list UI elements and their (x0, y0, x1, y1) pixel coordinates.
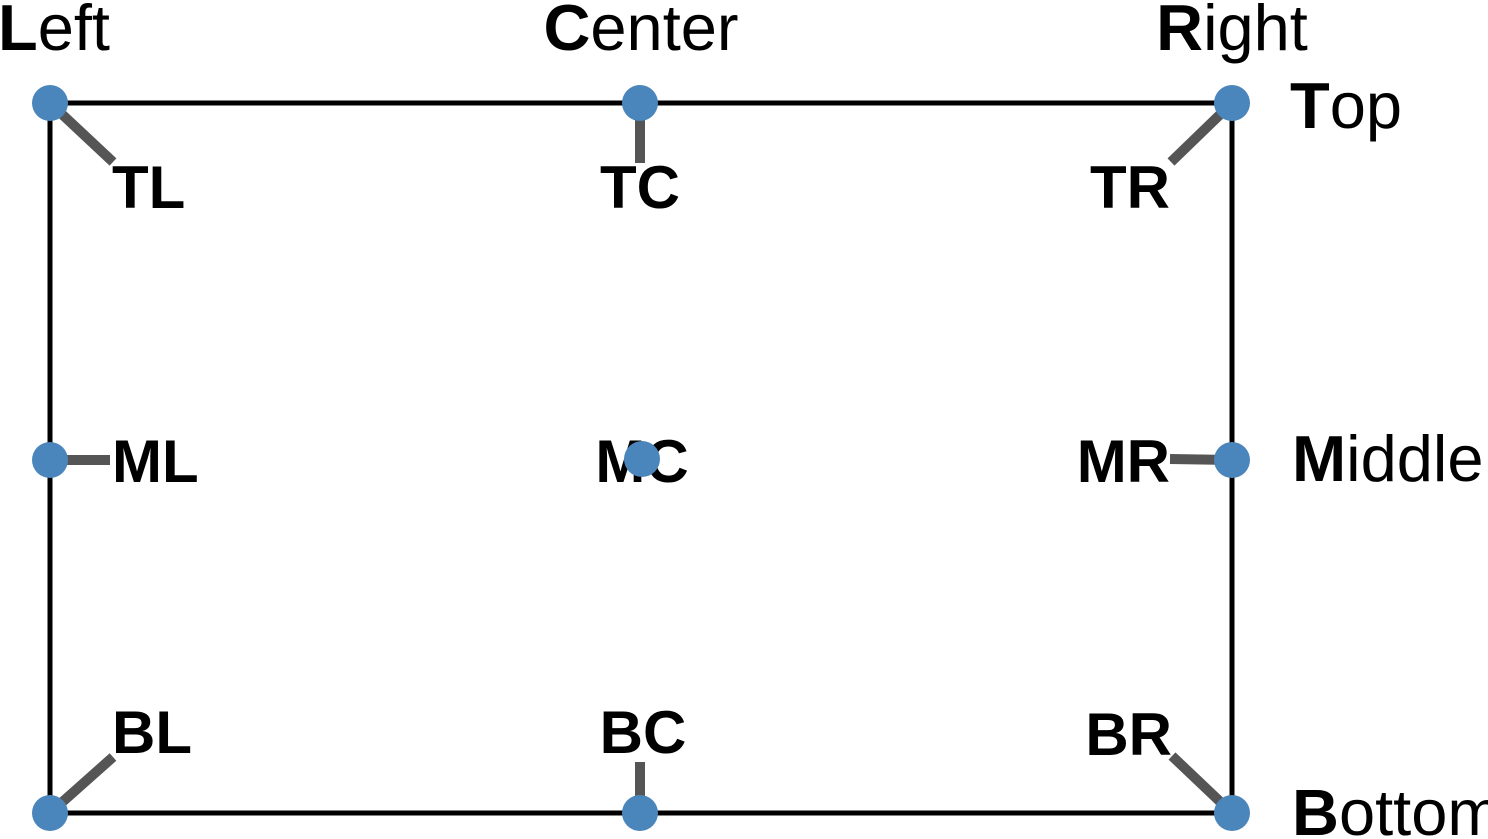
label-tl: TL (112, 154, 185, 221)
label-mr: MR (1077, 428, 1170, 495)
edge-label-bottom-lead: B (1292, 776, 1339, 839)
anchor-dot-tl (32, 85, 68, 121)
edge-label-center-rest: enter (590, 0, 738, 64)
edge-label-top: Top (1290, 69, 1402, 142)
edge-label-top-lead: T (1290, 69, 1330, 142)
edge-label-center-lead: C (543, 0, 590, 64)
edge-label-right-rest: ight (1203, 0, 1308, 64)
edge-label-right-lead: R (1156, 0, 1203, 64)
anchor-dot-mr (1214, 442, 1250, 478)
edge-label-bottom: Bottom (1292, 776, 1488, 839)
anchor-dot-mc (624, 441, 660, 477)
label-tr: TR (1090, 154, 1170, 221)
label-bc: BC (600, 699, 687, 766)
anchor-dot-bc (622, 795, 658, 831)
anchor-dot-bl (32, 795, 68, 831)
edge-label-left: Left (0, 0, 110, 64)
edge-label-bottom-rest: ottom (1339, 776, 1488, 839)
edge-label-top-rest: op (1330, 69, 1402, 142)
label-bl: BL (112, 699, 192, 766)
edge-label-left-rest: eft (38, 0, 110, 64)
label-br: BR (1085, 701, 1172, 768)
anchor-dot-ml (32, 442, 68, 478)
anchor-dot-tc (622, 85, 658, 121)
label-ml: ML (112, 428, 199, 495)
edge-label-right: Right (1156, 0, 1308, 64)
edge-label-left-lead: L (0, 0, 38, 64)
anchor-dot-br (1214, 795, 1250, 831)
edge-label-center: Center (543, 0, 738, 64)
anchor-dots (32, 85, 1250, 831)
label-tc: TC (600, 154, 680, 221)
anchor-dot-tr (1214, 85, 1250, 121)
edge-label-middle-rest: iddle (1346, 422, 1483, 495)
edge-label-middle: Middle (1292, 422, 1484, 495)
edge-label-middle-lead: M (1292, 422, 1346, 495)
